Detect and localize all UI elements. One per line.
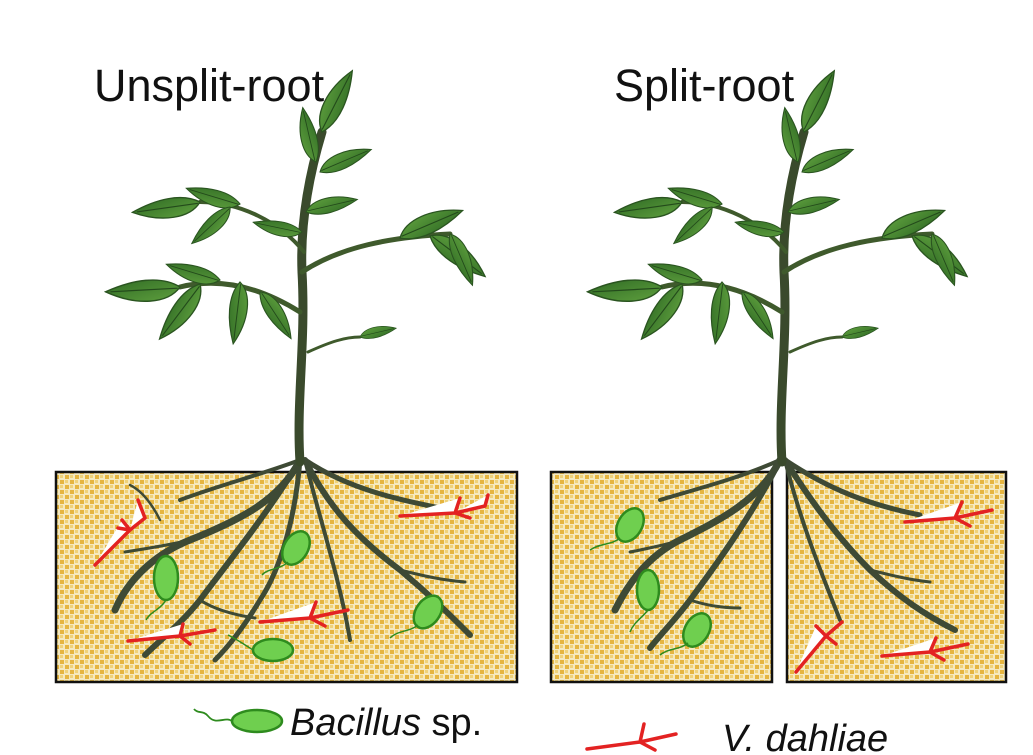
bacillus-rod-icon: [659, 612, 712, 656]
legend-bacillus-icon: [193, 708, 284, 734]
left-bacillus-group: [145, 530, 444, 663]
left-panel: [54, 66, 519, 684]
pathogen-hypha-icon: [398, 493, 490, 520]
bacillus-rod-icon: [145, 554, 180, 621]
bacillus-rod-icon: [589, 507, 645, 551]
pathogen-hypha-icon: [93, 498, 147, 567]
pathogen-hypha-icon: [258, 600, 350, 628]
title-unsplit-root: Unsplit-root: [94, 60, 325, 111]
legend-bacillus-suffix: sp.: [420, 702, 483, 744]
right-pathogen-group: [794, 500, 994, 674]
right-bacillus-group: [589, 507, 712, 656]
bacillus-rod-icon: [629, 568, 661, 633]
bacillus-rod-icon: [227, 634, 295, 663]
legend-pathogen-icon: [585, 722, 678, 752]
right-roots: [611, 456, 958, 651]
left-plant-shoot: [106, 66, 491, 462]
pathogen-hypha-icon: [903, 500, 994, 528]
left-pathogen-group: [93, 493, 490, 646]
pathogen-hypha-icon: [126, 622, 217, 646]
bacillus-rod-icon: [261, 530, 311, 576]
legend-pathogen-label: V. dahliae: [722, 718, 889, 755]
pathogen-hypha-icon: [880, 636, 970, 662]
right-plant-shoot: [588, 66, 973, 462]
pathogen-hypha-icon: [794, 620, 844, 674]
legend-bacillus-label: Bacillus sp.: [290, 702, 482, 745]
bacillus-rod-icon: [389, 594, 444, 639]
right-panel: [549, 66, 1008, 684]
legend-bacillus-genus: Bacillus: [290, 702, 421, 744]
title-split-root: Split-root: [614, 60, 795, 111]
